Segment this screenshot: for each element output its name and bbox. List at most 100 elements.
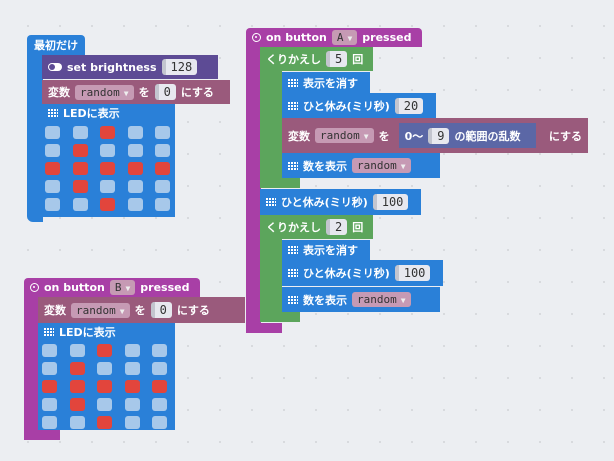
led-cell[interactable] — [127, 144, 143, 157]
led-cell[interactable] — [127, 180, 143, 193]
clear-screen-block[interactable]: 表示を消す — [282, 240, 370, 260]
variable-dropdown[interactable]: random▼ — [75, 84, 134, 100]
dropdown-arrow-icon: ▼ — [123, 88, 129, 98]
led-cell[interactable] — [42, 380, 57, 393]
pause-block-3[interactable]: ひと休み(ミリ秒)100 — [282, 260, 443, 286]
repeat-count-input[interactable]: 5 — [326, 51, 348, 67]
led-cell[interactable] — [100, 126, 115, 139]
variable-dropdown[interactable]: random▼ — [71, 302, 130, 318]
set-brightness-block[interactable]: set brightness 128 — [42, 55, 218, 79]
led-cell[interactable] — [127, 162, 143, 175]
var-label: 変数 — [44, 304, 66, 317]
led-cell[interactable] — [127, 198, 143, 211]
led-cell[interactable] — [100, 144, 115, 157]
toggle-icon — [48, 63, 62, 71]
assign-wo: を — [378, 129, 390, 143]
var-value-input[interactable]: 0 — [154, 84, 176, 100]
event-foot — [246, 323, 282, 333]
led-cell[interactable] — [69, 380, 85, 393]
on-start-hat[interactable]: 最初だけ — [27, 35, 85, 55]
led-cell[interactable] — [72, 180, 88, 193]
on-start-label: 最初だけ — [34, 39, 78, 52]
led-cell[interactable] — [69, 416, 85, 429]
led-cell[interactable] — [69, 344, 85, 357]
led-cell[interactable] — [152, 398, 167, 411]
led-cell[interactable] — [42, 362, 57, 375]
pause-input[interactable]: 100 — [394, 265, 431, 281]
button-dropdown[interactable]: B▼ — [109, 280, 136, 295]
led-cell[interactable] — [127, 126, 143, 139]
led-cell[interactable] — [100, 180, 115, 193]
event-icon — [252, 33, 261, 42]
led-cell[interactable] — [124, 344, 140, 357]
led-cell[interactable] — [97, 380, 112, 393]
led-cell[interactable] — [69, 362, 85, 375]
led-cell[interactable] — [97, 398, 112, 411]
led-cell[interactable] — [152, 416, 167, 429]
show-leds-block[interactable]: LEDに表示 — [38, 323, 175, 430]
led-cell[interactable] — [72, 162, 88, 175]
led-cell[interactable] — [124, 380, 140, 393]
random-range-block[interactable]: 0〜 9 の範囲の乱数 — [398, 123, 536, 148]
pause-input[interactable]: 20 — [394, 97, 424, 114]
pause-input[interactable]: 100 — [372, 194, 409, 210]
led-cell[interactable] — [152, 344, 167, 357]
var-value-input[interactable]: 0 — [150, 302, 172, 318]
variable-dropdown[interactable]: random▼ — [352, 292, 411, 307]
led-cell[interactable] — [97, 416, 112, 429]
repeat-count-input[interactable]: 2 — [326, 219, 348, 235]
led-cell[interactable] — [72, 198, 88, 211]
led-cell[interactable] — [124, 398, 140, 411]
clear-label: 表示を消す — [303, 76, 358, 90]
repeat-arm-1 — [260, 71, 282, 188]
led-cell[interactable] — [155, 180, 170, 193]
event-arm — [24, 297, 39, 440]
led-cell[interactable] — [45, 126, 60, 139]
led-cell[interactable] — [45, 144, 60, 157]
led-cell[interactable] — [124, 362, 140, 375]
random-max-input[interactable]: 9 — [428, 127, 450, 144]
led-cell[interactable] — [155, 198, 170, 211]
led-cell[interactable] — [152, 362, 167, 375]
led-cell[interactable] — [45, 162, 60, 175]
led-cell[interactable] — [124, 416, 140, 429]
brightness-input[interactable]: 128 — [161, 59, 198, 75]
led-cell[interactable] — [100, 198, 115, 211]
random-prefix: 0〜 — [404, 129, 424, 143]
led-cell[interactable] — [155, 162, 170, 175]
show-number-block[interactable]: 数を表示 random▼ — [282, 287, 440, 312]
on-button-label: on button — [44, 281, 105, 294]
variable-dropdown[interactable]: random▼ — [315, 128, 374, 143]
button-dropdown[interactable]: A▼ — [331, 30, 358, 45]
led-cell[interactable] — [42, 344, 57, 357]
random-suffix: の範囲の乱数 — [454, 129, 521, 143]
led-cell[interactable] — [45, 180, 60, 193]
pause-block-2[interactable]: ひと休み(ミリ秒)100 — [260, 189, 421, 215]
show-number-label: 数を表示 — [303, 293, 347, 307]
led-cell[interactable] — [155, 126, 170, 139]
led-cell[interactable] — [97, 362, 112, 375]
led-cell[interactable] — [45, 198, 60, 211]
clear-screen-block[interactable]: 表示を消す — [282, 72, 370, 93]
brightness-label: set brightness — [67, 60, 157, 74]
led-cell[interactable] — [42, 416, 57, 429]
led-cell[interactable] — [100, 162, 115, 175]
led-cell[interactable] — [72, 126, 88, 139]
led-cell[interactable] — [97, 344, 112, 357]
pause-block-1[interactable]: ひと休み(ミリ秒)20 — [282, 93, 436, 118]
variable-dropdown[interactable]: random▼ — [352, 158, 411, 173]
show-leds-block[interactable]: LEDに表示 — [42, 104, 175, 217]
led-cell[interactable] — [69, 398, 85, 411]
led-cell[interactable] — [152, 380, 167, 393]
led-cell[interactable] — [72, 144, 88, 157]
led-cell[interactable] — [155, 144, 170, 157]
led-cell[interactable] — [42, 398, 57, 411]
